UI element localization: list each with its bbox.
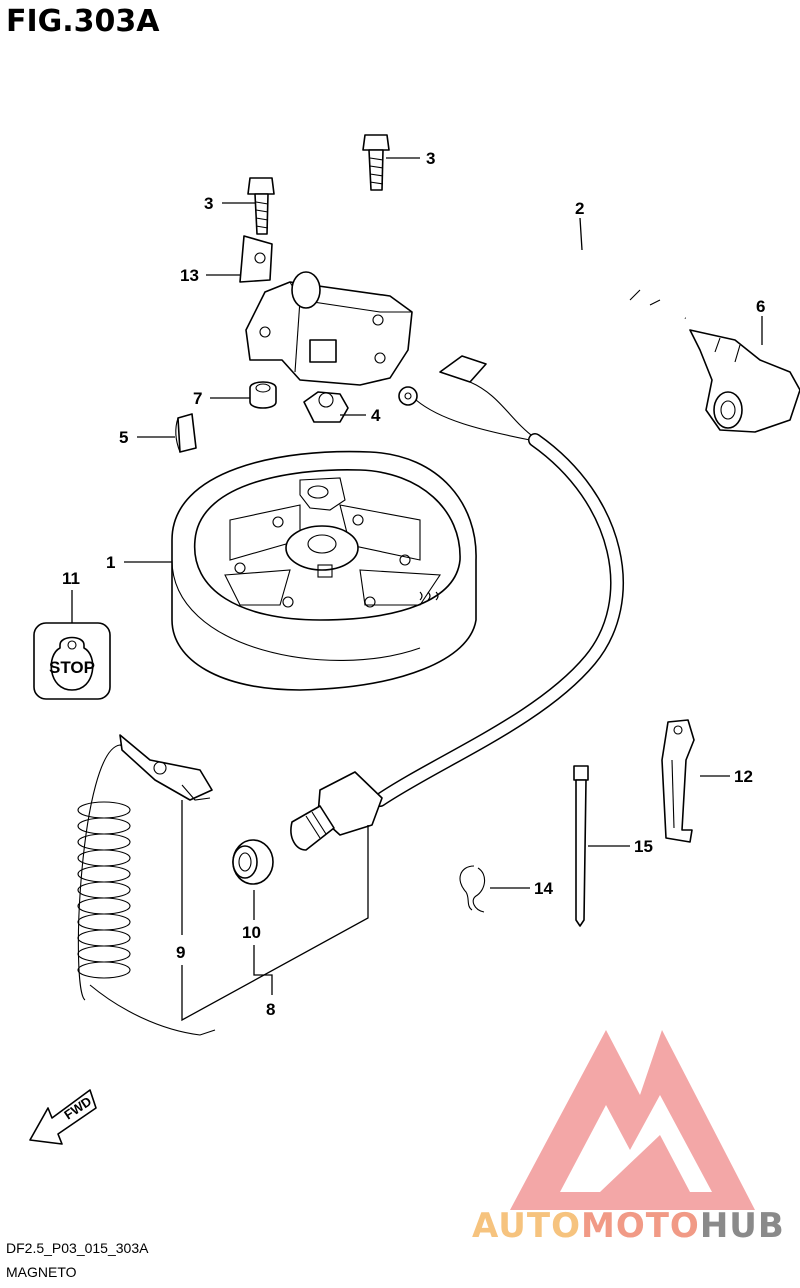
callout-11: 11: [62, 569, 80, 588]
figure-caption: MAGNETO: [6, 1264, 77, 1280]
bolt-upper: [362, 134, 390, 191]
spark-plug-cap: [689, 329, 800, 433]
cord-clamp: [661, 719, 695, 843]
watermark-logo-icon: [510, 1030, 755, 1210]
callout-9: 9: [176, 943, 185, 962]
callout-2: 2: [575, 199, 584, 218]
callout-6: 6: [756, 297, 765, 316]
callout-15: 15: [634, 837, 653, 856]
wire-clip: [459, 865, 486, 913]
stop-switch-cable: [290, 433, 624, 851]
emergency-stop-lanyard: [77, 734, 216, 1036]
cable-tie: [573, 765, 589, 927]
callout-1: 1: [106, 553, 115, 572]
leader-lines: [71, 157, 763, 1022]
watermark-hub: HUB: [699, 1206, 785, 1246]
stop-switch-icon: [33, 622, 111, 700]
callout-7: 7: [193, 389, 202, 408]
callout-10: 10: [242, 923, 261, 942]
watermark-auto: AUTO: [472, 1206, 581, 1246]
forward-arrow-icon: [29, 1089, 97, 1145]
bolt-left: [247, 177, 275, 235]
callout-5: 5: [119, 428, 128, 447]
watermark-moto: MOTO: [580, 1206, 700, 1246]
callout-13: 13: [180, 266, 199, 285]
callout-14: 14: [534, 879, 553, 898]
flywheel-nut: [303, 391, 349, 423]
washer: [249, 381, 277, 409]
stop-lead-terminals: [398, 355, 536, 441]
ground-bracket: [239, 235, 273, 283]
stop-switch-label: STOP: [49, 658, 95, 677]
figure-title: FIG.303A: [6, 4, 160, 39]
callout-12: 12: [734, 767, 753, 786]
ignition-coil: [245, 271, 413, 386]
callout-4: 4: [371, 406, 381, 425]
callout-3-upper: 3: [426, 149, 435, 168]
drawing-code: DF2.5_P03_015_303A: [6, 1240, 149, 1256]
callout-numbers: 1 2 3 3 4 5 6 7 8 9 10 11 12 13 14 15: [62, 149, 765, 1019]
flywheel: [171, 450, 477, 691]
watermark-text: AUTOMOTOHUB: [472, 1206, 785, 1246]
high-tension-cord: [294, 202, 688, 323]
callout-8: 8: [266, 1000, 275, 1019]
callout-3-left: 3: [204, 194, 213, 213]
woodruff-key: [175, 413, 197, 453]
grommet: [232, 839, 274, 885]
